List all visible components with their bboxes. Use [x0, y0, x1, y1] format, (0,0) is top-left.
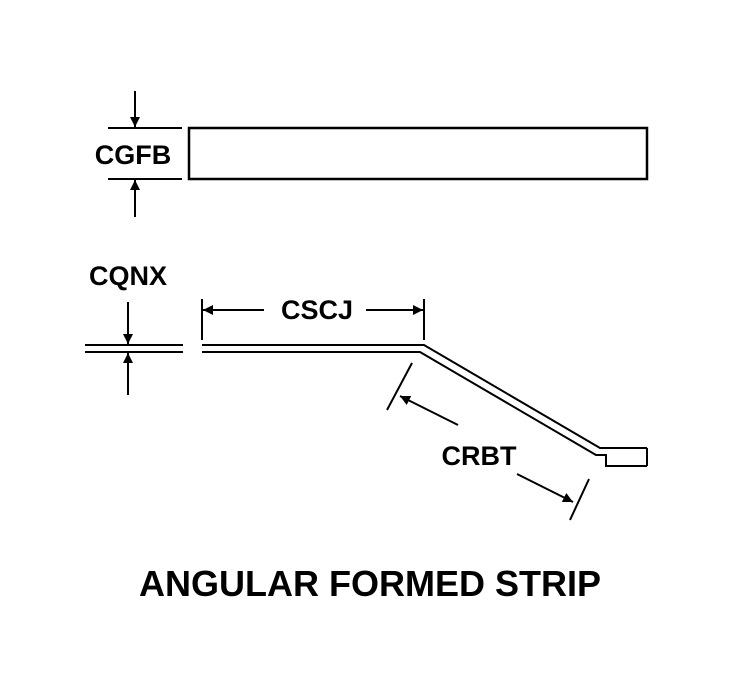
cscj-label: CSCJ	[281, 295, 353, 325]
crbt-label: CRBT	[442, 441, 517, 471]
strip-profile-lower-edge	[202, 351, 647, 467]
cqnx-label: CQNX	[89, 261, 167, 291]
diagram-title: ANGULAR FORMED STRIP	[139, 563, 601, 604]
crbt-arrow-upper	[399, 395, 459, 426]
strip-profile-upper-edge	[202, 344, 647, 449]
crbt-arrow-lower	[516, 473, 574, 503]
top-view: CGFB	[95, 91, 649, 217]
crbt-extension-bottom	[569, 478, 590, 521]
strip-top-view-rect	[187, 126, 649, 181]
cgfb-label: CGFB	[95, 140, 172, 170]
crbt-extension-top	[386, 362, 413, 411]
side-view: CQNX CSCJ CRBT	[85, 261, 648, 521]
